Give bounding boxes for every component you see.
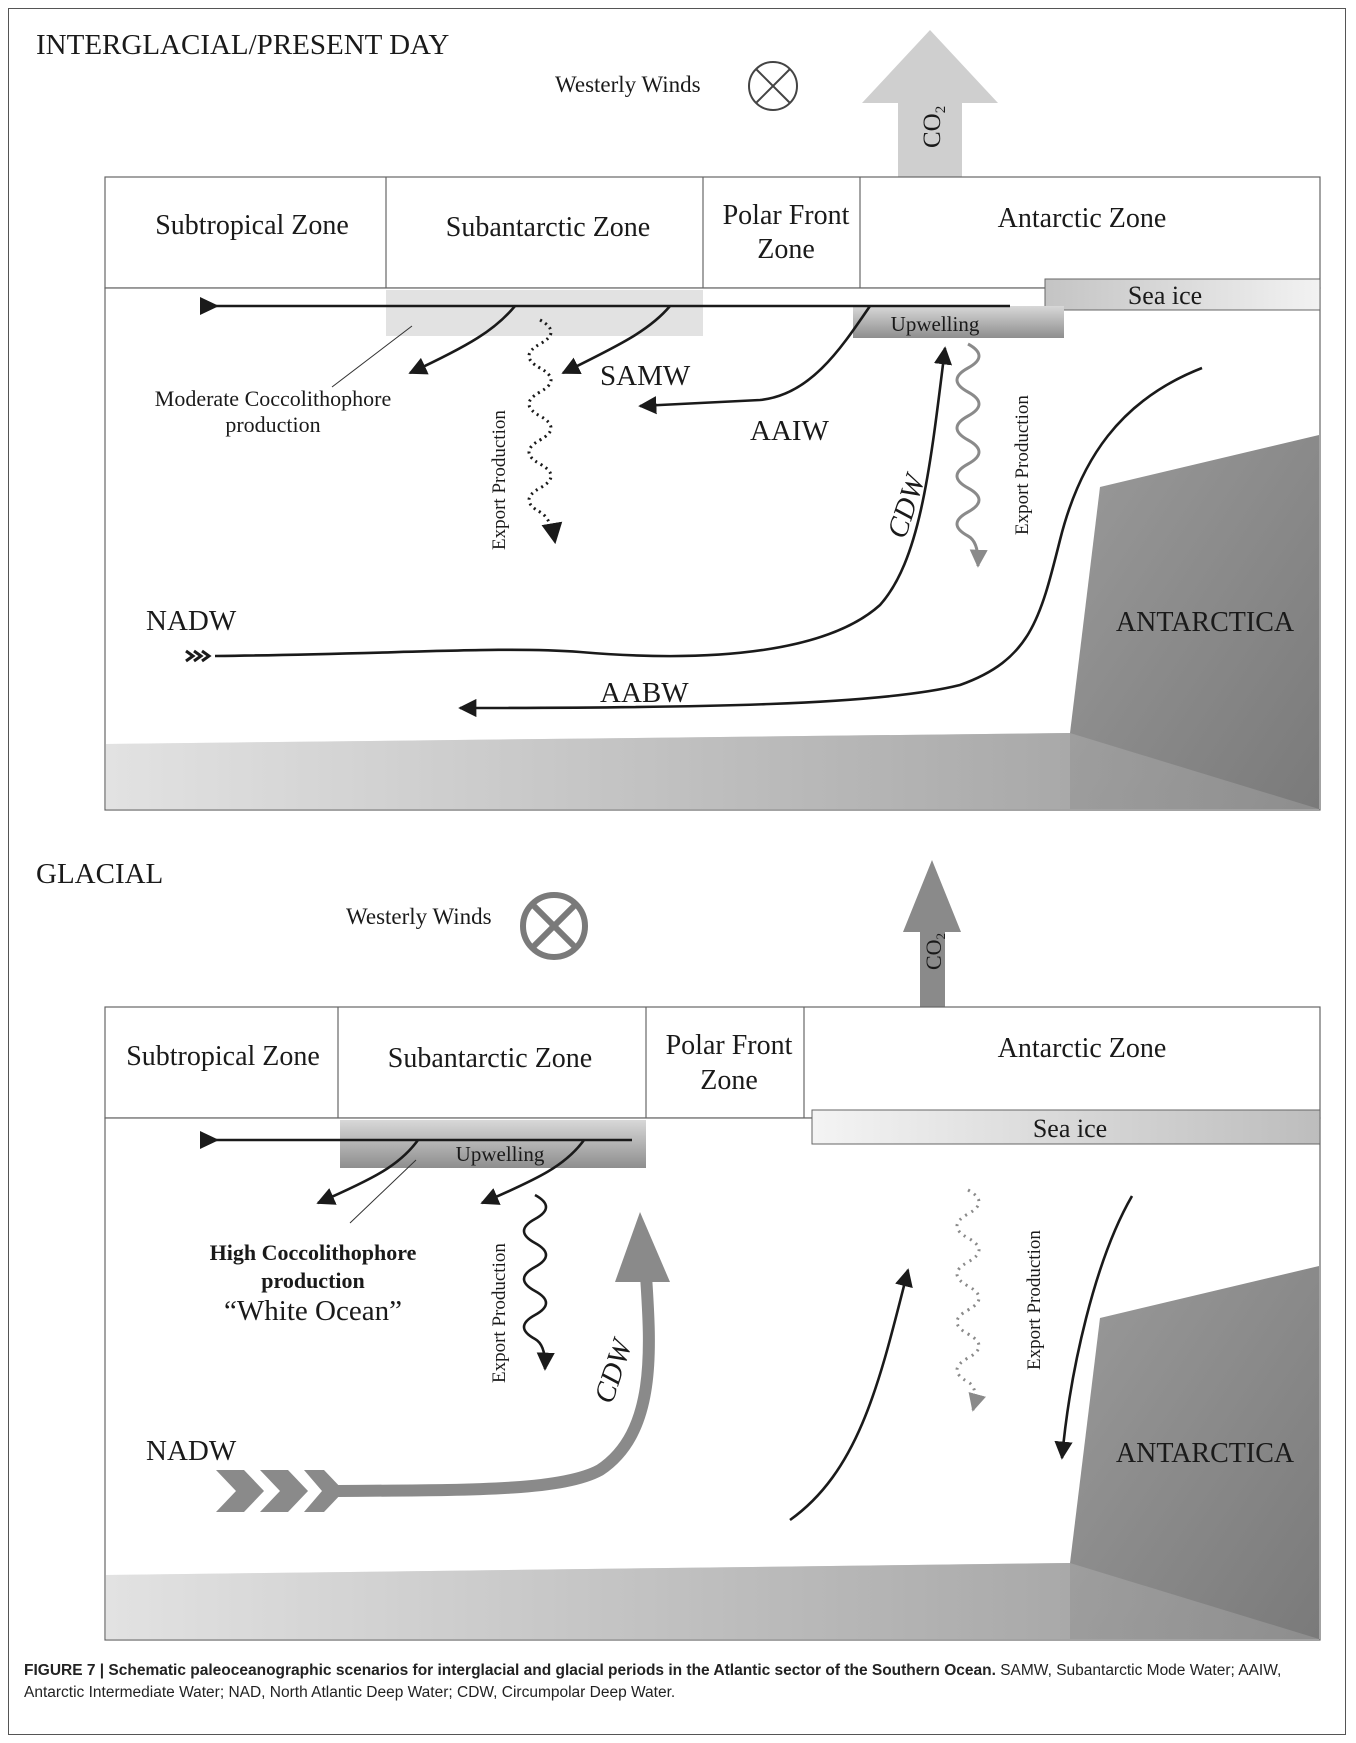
- sea-ice-bar: Sea ice: [1044, 278, 1321, 311]
- zone-subtropical-glacial: Subtropical Zone: [126, 1041, 320, 1072]
- antarctica-landmass: [1070, 435, 1319, 809]
- white-ocean-label: “White Ocean”: [224, 1295, 402, 1327]
- co2-label-glacial: CO2: [921, 933, 948, 970]
- zone-antarctic-glacial: Antarctic Zone: [998, 1033, 1167, 1064]
- coccolith-label-1: Moderate Coccolithophore: [155, 386, 391, 411]
- nadw-label: NADW: [146, 605, 237, 637]
- coccolith-band: [386, 290, 703, 336]
- aaiw-label: AAIW: [750, 415, 830, 447]
- co2-outgassing-arrow-glacial: CO2: [903, 860, 961, 1015]
- caption-label: FIGURE 7 | Schematic paleoceanographic s…: [24, 1662, 996, 1679]
- coccolith-label-glacial-1: High Coccolithophore: [210, 1240, 417, 1265]
- aabw-label: AABW: [600, 677, 689, 709]
- antarctica-label: ANTARCTICA: [1116, 607, 1295, 638]
- sea-ice-bar-glacial: Sea ice: [811, 1109, 1321, 1145]
- zone-polar-front-1: Polar Front: [723, 200, 850, 231]
- zone-polar-front-glacial-1: Polar Front: [666, 1030, 793, 1061]
- westerly-winds-label: Westerly Winds: [555, 72, 701, 97]
- export-production-label-glacial-1: Export Production: [489, 1243, 510, 1383]
- zone-antarctic: Antarctic Zone: [998, 203, 1167, 234]
- co2-label: CO2: [919, 106, 949, 148]
- nadw-label-glacial: NADW: [146, 1435, 237, 1467]
- zone-polar-front-glacial-2: Zone: [700, 1065, 758, 1096]
- westerly-winds-label-glacial: Westerly Winds: [346, 904, 492, 929]
- zone-header-glacial: Subtropical Zone Subantarctic Zone Polar…: [104, 1006, 1321, 1119]
- figure-frame: [8, 8, 1346, 1735]
- antarctica-label-glacial: ANTARCTICA: [1116, 1438, 1295, 1469]
- wind-into-page-icon-glacial: [520, 892, 588, 960]
- samw-label: SAMW: [600, 360, 691, 392]
- caption-text: SAMW, Subantarctic Mode Water; AAIW, Ant…: [24, 1662, 1282, 1701]
- coccolith-label-glacial-2: production: [261, 1268, 365, 1293]
- zone-polar-front-2: Zone: [757, 234, 815, 265]
- glacial-panel: GLACIAL Westerly Winds CO2 Subtropical Z…: [36, 858, 1321, 1641]
- export-production-label-1: Export Production: [489, 410, 510, 550]
- coccolith-label-2: production: [225, 412, 320, 437]
- export-production-wiggle-glacial: [522, 1193, 555, 1371]
- upwelling-label-glacial: Upwelling: [456, 1142, 545, 1166]
- figure-caption: FIGURE 7 | Schematic paleoceanographic s…: [24, 1660, 1324, 1704]
- zone-subantarctic: Subantarctic Zone: [446, 212, 650, 243]
- upwelling-bar: Upwelling: [853, 306, 1064, 338]
- export-production-wiggle-gray: [955, 342, 988, 568]
- export-production-label-glacial-2: Export Production: [1024, 1230, 1045, 1370]
- export-production-label-2: Export Production: [1012, 395, 1033, 535]
- zone-subantarctic-glacial: Subantarctic Zone: [388, 1043, 592, 1074]
- export-production-wiggle-glacial-dotted: [955, 1188, 986, 1412]
- interglacial-panel: INTERGLACIAL/PRESENT DAY Westerly Winds …: [36, 29, 1321, 811]
- sea-ice-label: Sea ice: [1128, 281, 1202, 310]
- upwelling-bar-glacial: Upwelling: [340, 1120, 646, 1168]
- zone-header: Subtropical Zone Subantarctic Zone Polar…: [104, 176, 1321, 289]
- glacial-title: GLACIAL: [36, 858, 163, 890]
- co2-outgassing-arrow: CO2: [862, 30, 998, 184]
- antarctica-landmass-glacial: [1070, 1266, 1319, 1639]
- interglacial-title: INTERGLACIAL/PRESENT DAY: [36, 29, 449, 61]
- upwelling-label: Upwelling: [891, 312, 980, 336]
- zone-subtropical: Subtropical Zone: [155, 210, 349, 241]
- wind-into-page-icon: [748, 61, 798, 111]
- sea-ice-label-glacial: Sea ice: [1033, 1114, 1107, 1143]
- nadw-chevrons: [216, 1470, 344, 1512]
